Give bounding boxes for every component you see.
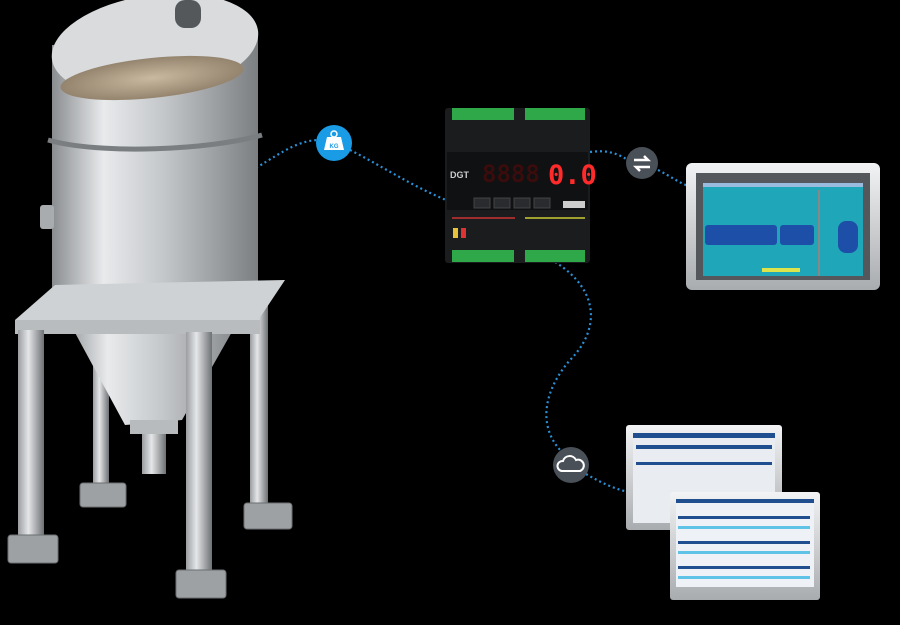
kg-weight-icon: KG <box>316 125 352 161</box>
kg-label: KG <box>330 144 339 150</box>
hmi-touch-panel <box>686 163 880 290</box>
brand-label: DGT <box>450 170 470 180</box>
display-unused-digits: 8888 <box>482 160 540 188</box>
connector-silo-to-indicator <box>255 138 447 202</box>
terminal-blocks <box>452 108 585 262</box>
silo-with-load-cells <box>7 0 293 599</box>
weight-display: 0.0 <box>548 160 597 191</box>
pc-monitor-front <box>670 492 820 600</box>
connector-indicator-to-hmi <box>589 150 689 188</box>
cloud-icon <box>553 447 589 483</box>
connector-indicator-to-pc <box>545 261 629 494</box>
exchange-arrows-icon <box>626 147 658 179</box>
weight-indicator-device: DGT 8888 0.0 <box>445 108 597 263</box>
load-cell <box>7 482 293 599</box>
connection-lines <box>255 138 689 494</box>
